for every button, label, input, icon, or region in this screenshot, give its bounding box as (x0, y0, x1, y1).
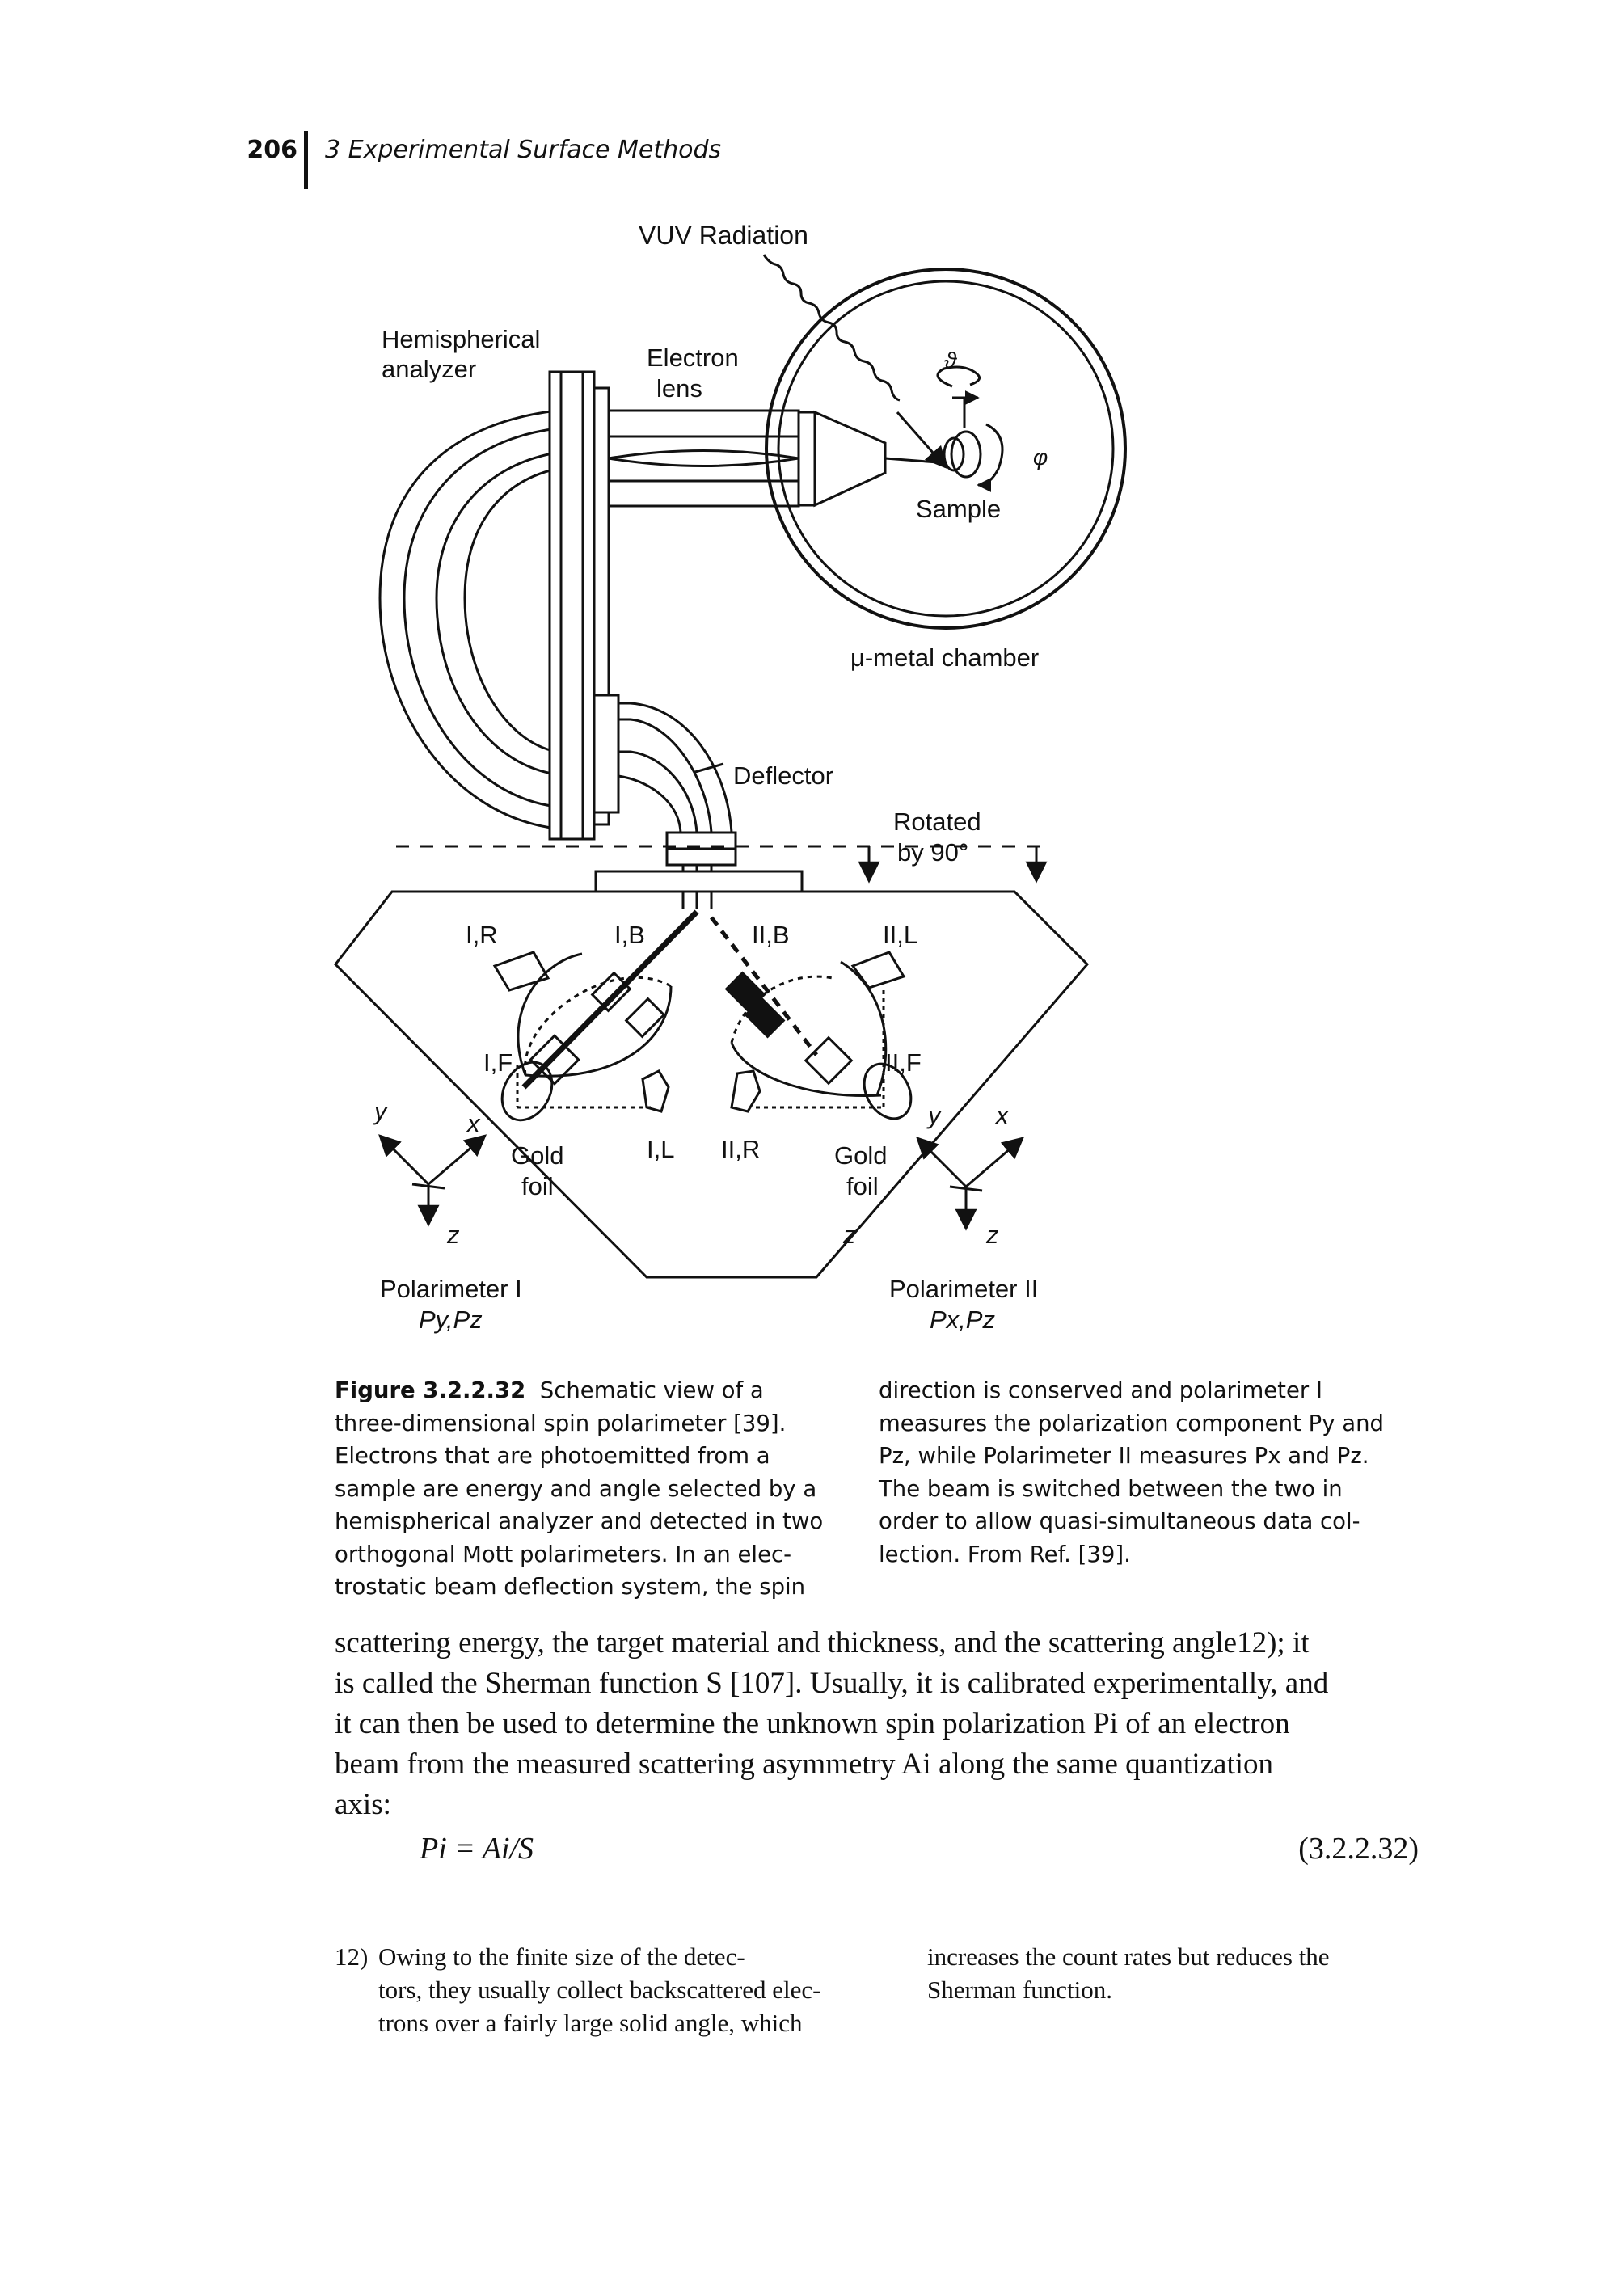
label-axis-y-1: y (373, 1097, 389, 1125)
label-axis-y-2: y (926, 1101, 943, 1129)
caption-line: lection. From Ref. [39]. (879, 1541, 1131, 1567)
label-rotated: Rotated (893, 808, 981, 836)
label-sample: Sample (916, 495, 1001, 523)
figure-caption-right: direction is conserved and polarimeter I… (879, 1374, 1388, 1571)
caption-line: orthogonal Mott polarimeters. In an elec… (335, 1541, 792, 1567)
body-line: is called the Sherman function S [107]. … (335, 1667, 1329, 1700)
label-II-F: II,F (885, 1048, 922, 1077)
figure-caption-left: Figure 3.2.2.32 Schematic view of a thre… (335, 1374, 844, 1604)
equation: Pi = Ai/S (420, 1832, 534, 1866)
label-gold-2: Gold (834, 1141, 887, 1170)
label-I-R: I,R (466, 921, 498, 949)
label-axis-z-mid: z (842, 1221, 856, 1249)
label-theta: ϑ (944, 348, 958, 373)
label-polarimeter-I-components: Py,Pz (419, 1305, 483, 1334)
label-electron: Electron (647, 344, 739, 372)
label-axis-x-1: x (466, 1109, 481, 1137)
label-deflector: Deflector (733, 761, 833, 790)
label-axis-z-2: z (985, 1221, 999, 1249)
rotation-plane (396, 845, 1048, 884)
caption-line: three-dimensional spin polarimeter [39]. (335, 1410, 787, 1436)
page-number: 206 (247, 136, 297, 164)
label-I-F: I,F (483, 1048, 513, 1077)
label-axis-x-2: x (994, 1101, 1010, 1129)
mu-metal-chamber (765, 268, 1127, 630)
label-mu-metal-chamber: μ-metal chamber (850, 643, 1039, 672)
footnote-number: 12) (335, 1942, 369, 1971)
caption-line: trostatic beam deflection system, the sp… (335, 1574, 806, 1600)
caption-line: order to allow quasi-simultaneous data c… (879, 1508, 1360, 1534)
label-by-90: by 90° (897, 838, 968, 867)
running-head: 3 Experimental Surface Methods (325, 136, 722, 164)
label-analyzer: analyzer (382, 355, 476, 383)
figure-label: Figure 3.2.2.32 (335, 1377, 526, 1403)
footnote-line: Owing to the finite size of the detec- (378, 1942, 745, 1971)
sample (936, 365, 1004, 492)
label-polarimeter-I: Polarimeter I (380, 1275, 522, 1303)
equation-number: (3.2.2.32) (1298, 1832, 1419, 1866)
axes-polarimeter-II (916, 1137, 1025, 1231)
body-line: axis: (335, 1788, 391, 1821)
label-axis-z-1: z (446, 1221, 460, 1249)
vuv-radiation-beam (762, 254, 947, 470)
label-vuv-radiation: VUV Radiation (639, 221, 808, 250)
caption-line: sample are energy and angle selected by … (335, 1475, 817, 1502)
label-foil-1: foil (521, 1172, 554, 1200)
footnote-line: increases the count rates but reduces th… (927, 1942, 1330, 1971)
label-II-L: II,L (883, 921, 917, 949)
label-II-R: II,R (721, 1135, 760, 1163)
caption-line: Electrons that are photoemitted from a (335, 1443, 770, 1469)
body-line: it can then be used to determine the unk… (335, 1707, 1290, 1740)
polarimeter-housing (334, 890, 1090, 1279)
footnote-right: increases the count rates but reduces th… (927, 1940, 1412, 2006)
header-divider (304, 131, 308, 189)
caption-line: measures the polarization component Py a… (879, 1410, 1384, 1436)
label-phi: φ (1033, 445, 1048, 470)
label-I-B: I,B (614, 921, 645, 949)
footnote-line: trons over a fairly large solid angle, w… (378, 2009, 803, 2037)
footnote-left: 12) Owing to the finite size of the detec… (335, 1940, 868, 2039)
polarimeter-I-detectors (492, 951, 673, 1122)
axes-polarimeter-I (378, 1134, 487, 1227)
label-hemispherical: Hemispherical (382, 325, 540, 353)
footnote-line: tors, they usually collect backscattered… (378, 1976, 821, 2004)
beam-paths (521, 909, 818, 1090)
caption-line: direction is conserved and polarimeter I (879, 1377, 1323, 1403)
label-foil-2: foil (846, 1172, 879, 1200)
caption-line: Pz, while Polarimeter II measures Px and… (879, 1443, 1369, 1469)
label-polarimeter-II: Polarimeter II (889, 1275, 1038, 1303)
spin-polarimeter-figure: VUV Radiation Hemispherical analyzer Ele… (334, 221, 1127, 1334)
caption-line: hemispherical analyzer and detected in t… (335, 1508, 824, 1534)
body-line: scattering energy, the target material a… (335, 1626, 1310, 1660)
caption-line: The beam is switched between the two in (879, 1475, 1343, 1502)
polarimeter-II-detectors (724, 951, 913, 1120)
body-line: beam from the measured scattering asymme… (335, 1748, 1274, 1781)
label-polarimeter-II-components: Px,Pz (930, 1305, 995, 1334)
caption-line: Schematic view of a (539, 1377, 764, 1403)
body-paragraph: scattering energy, the target material a… (335, 1623, 1418, 1825)
label-II-B: II,B (752, 921, 790, 949)
label-lens: lens (656, 374, 702, 403)
footnote-line: Sherman function. (927, 1976, 1113, 2004)
label-I-L: I,L (647, 1135, 674, 1163)
label-gold-1: Gold (511, 1141, 563, 1170)
deflector (593, 694, 804, 909)
electron-lens (607, 409, 939, 508)
hemispherical-analyzer (378, 370, 610, 841)
